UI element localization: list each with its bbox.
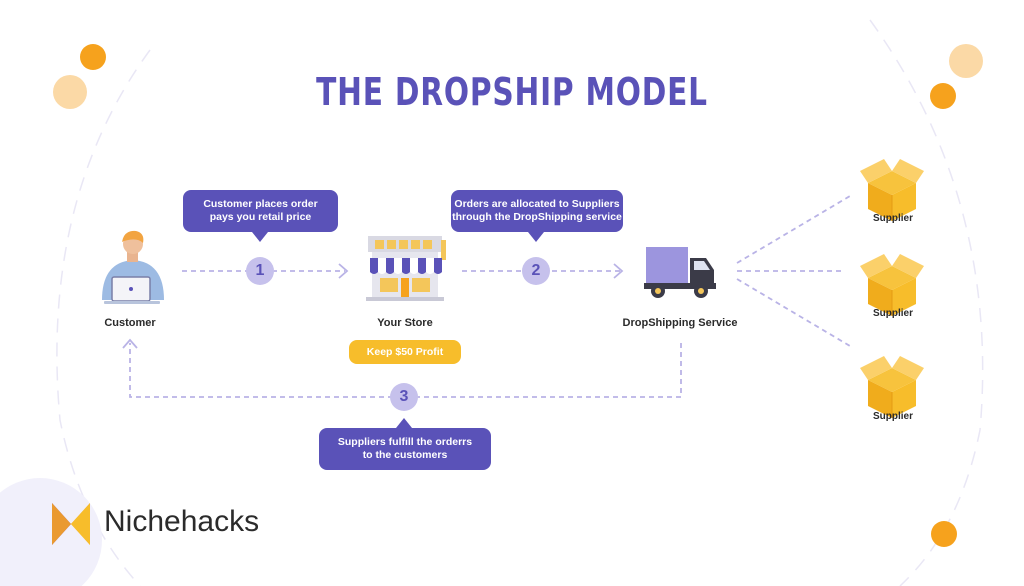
callout-line: to the customers bbox=[362, 449, 448, 461]
callout-fulfill: Suppliers fulfill the orderrs to the cus… bbox=[319, 428, 491, 470]
truck-icon bbox=[644, 247, 716, 298]
node-label-customer: Customer bbox=[104, 317, 156, 329]
bubble-tail bbox=[528, 232, 544, 242]
arrow-to-store bbox=[338, 263, 349, 279]
bubble-tail bbox=[252, 232, 268, 242]
store-icon bbox=[366, 236, 446, 301]
arrowheads bbox=[122, 263, 624, 349]
step-badge-2: 2 bbox=[522, 257, 550, 285]
brand-name: Nichehacks bbox=[104, 505, 260, 538]
line-service-supplier-top bbox=[736, 195, 851, 264]
supplier-label: Supplier bbox=[872, 213, 913, 224]
decor-dot-orange bbox=[930, 83, 956, 109]
nichehacks-logo-icon bbox=[52, 503, 90, 545]
line-service-supplier-bottom bbox=[736, 278, 851, 347]
background-blob bbox=[0, 478, 102, 586]
step-badge-1: 1 bbox=[246, 257, 274, 285]
page-title: THE DROPSHIP MODEL bbox=[316, 70, 708, 114]
callout-line: Orders are allocated to Suppliers bbox=[454, 198, 620, 210]
arrow-to-service bbox=[613, 263, 624, 279]
customer-icon bbox=[102, 230, 164, 304]
profit-badge: Keep $50 Profit bbox=[349, 340, 461, 364]
callout-line: pays you retail price bbox=[209, 211, 312, 223]
supplier-box-icon bbox=[860, 254, 924, 316]
bubble-tail bbox=[396, 418, 412, 428]
node-label-store: Your Store bbox=[377, 317, 433, 329]
supplier-label: Supplier bbox=[872, 308, 913, 319]
node-label-service: DropShipping Service bbox=[622, 317, 738, 329]
callout-line: Customer places order bbox=[203, 198, 318, 210]
supplier-label: Supplier bbox=[872, 411, 913, 422]
decor-dot-orange bbox=[80, 44, 106, 70]
callout-allocation: Orders are allocated to Suppliers throug… bbox=[451, 190, 623, 232]
decor-dot-peach bbox=[53, 75, 87, 109]
decor-dot-peach bbox=[949, 44, 983, 78]
callout-line: through the DropShipping service bbox=[452, 211, 622, 223]
decor-dot-orange bbox=[931, 521, 957, 547]
supplier-box-icon bbox=[860, 356, 924, 418]
step-badge-3: 3 bbox=[390, 383, 418, 411]
arrow-to-customer bbox=[122, 338, 138, 349]
callout-line: Suppliers fulfill the orderrs bbox=[337, 436, 473, 448]
supplier-box-icon bbox=[860, 159, 924, 221]
callout-customer-order: Customer places order pays you retail pr… bbox=[183, 190, 338, 232]
background-arc-right bbox=[869, 19, 984, 586]
line-return-loop bbox=[129, 343, 682, 398]
